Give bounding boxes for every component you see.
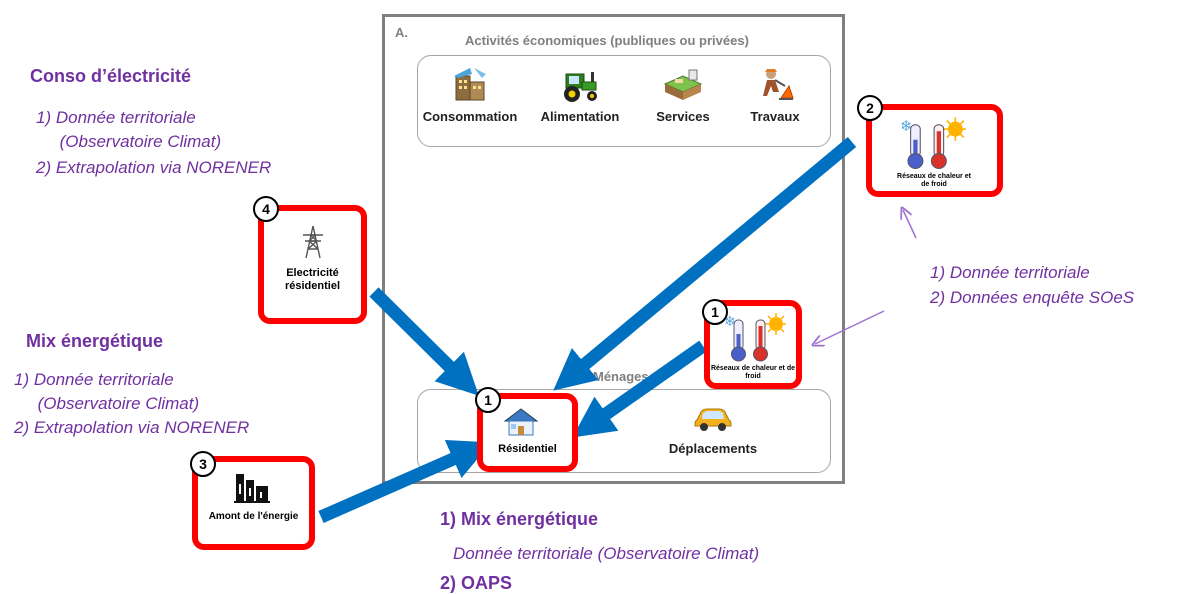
network-item-2: 2) Données enquête SOeS — [930, 288, 1135, 307]
car-icon — [694, 408, 732, 431]
electricity-item-2: 2) Extrapolation via NORENER — [36, 158, 272, 177]
svg-text:❄: ❄ — [900, 117, 912, 135]
menage-label: Déplacements — [668, 441, 758, 456]
bottom-oaps-title: 2) OAPS — [440, 573, 513, 593]
activity-label: Travaux — [750, 109, 800, 124]
badge-3: 3 — [190, 451, 216, 477]
pylon-icon — [302, 225, 324, 264]
desk-icon — [663, 69, 703, 100]
electricity-item-1: 1) Donnée territoriale — [36, 108, 196, 127]
activities-title: Activités économiques (publiques ou priv… — [465, 33, 749, 48]
svg-text:❄: ❄ — [724, 314, 736, 330]
electricity-item-1-detail: (Observatoire Climat) — [36, 132, 222, 151]
heat-network-box-1: ❄ Réseaux de chaleur et de froid — [704, 300, 802, 389]
heat-network-box-2: ❄ Réseaux de chaleur et de froid — [866, 104, 1003, 197]
arrow-network2-to-residential — [553, 137, 857, 391]
upstream-energy-label: Amont de l'énergie — [208, 511, 299, 522]
badge-2: 2 — [857, 95, 883, 121]
activity-consommation: Consommation — [422, 66, 518, 124]
activity-services: Services — [640, 66, 726, 124]
thermometer-icon: ❄ — [724, 312, 787, 369]
bottom-energy-mix-detail: Donnée territoriale (Observatoire Climat… — [453, 544, 760, 563]
electricity-label: Electricité résidentiel — [284, 267, 341, 292]
heat-network-label-2: Réseaux de chaleur et de froid — [897, 173, 971, 188]
building-icon — [454, 68, 486, 101]
energy-mix-item-2: 2) Extrapolation via NORENER — [14, 418, 250, 437]
house-icon — [501, 407, 541, 442]
pointer-to-network1 — [815, 310, 885, 344]
arrow-upstream-to-residential — [318, 439, 492, 523]
badge-4: 4 — [253, 196, 279, 222]
tractor-icon — [564, 72, 597, 102]
activity-alimentation: Alimentation — [532, 66, 628, 124]
activity-label: Services — [656, 109, 710, 124]
residential-badge: 1 — [475, 387, 501, 413]
menage-deplacements: Déplacements — [658, 406, 768, 456]
activity-travaux: Travaux — [730, 66, 820, 124]
factory-icon — [232, 470, 272, 509]
frame-letter: A. — [395, 25, 408, 40]
residential-label: Résidentiel — [498, 443, 557, 455]
badge-1: 1 — [702, 299, 728, 325]
arrow-network1-to-residential — [572, 340, 707, 438]
energy-mix-item-1-detail: (Observatoire Climat) — [14, 394, 200, 413]
worker-icon — [763, 69, 794, 100]
thermometer-icon: ❄ — [900, 116, 968, 177]
electricity-consumption-title: Conso d’électricité — [30, 66, 192, 86]
activities-panel: Consommation Alimentation Servi — [417, 55, 831, 147]
heat-network-label-1: Réseaux de chaleur et de froid — [710, 365, 796, 380]
energy-mix-item-1: 1) Donnée territoriale — [14, 370, 174, 389]
menages-title: Ménages — [593, 369, 649, 384]
pointer-to-network2 — [903, 210, 917, 239]
network-item-1: 1) Donnée territoriale — [930, 263, 1090, 282]
bottom-energy-mix-title: 1) Mix énergétique — [440, 509, 599, 529]
electricity-box: Electricité résidentiel — [258, 205, 367, 324]
arrow-electricity-to-residential — [369, 287, 479, 396]
energy-mix-title: Mix énergétique — [26, 331, 164, 351]
activity-label: Alimentation — [540, 109, 620, 124]
activity-label: Consommation — [422, 109, 518, 124]
